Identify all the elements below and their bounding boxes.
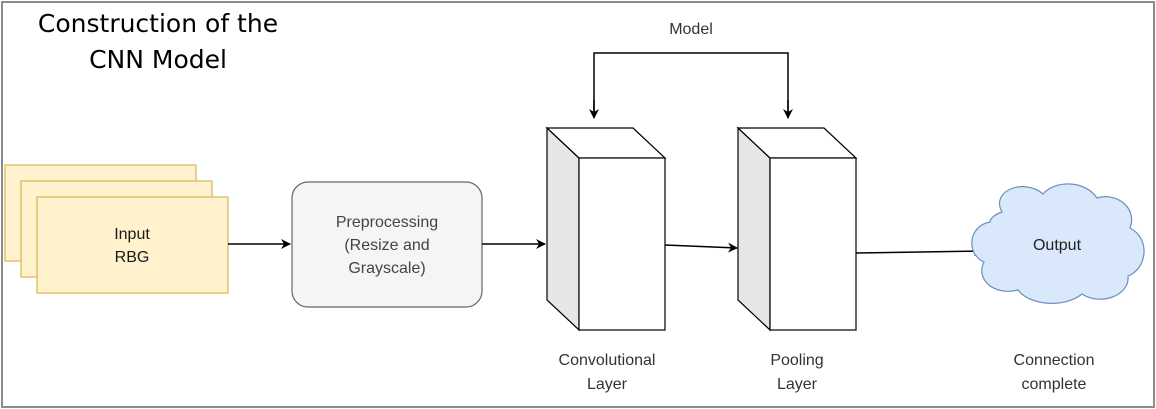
output-label: Output <box>1033 237 1082 254</box>
conv-cube-front <box>578 157 666 331</box>
conv-label-line-1: Convolutional <box>559 352 656 369</box>
title-line-1: Construction of the <box>37 9 279 38</box>
input-card-front <box>36 196 229 294</box>
model-connector-line <box>593 52 789 115</box>
input-label-line-2: RBG <box>115 249 150 266</box>
pooling-layer-node: Pooling Layer <box>736 126 858 393</box>
model-label: Model <box>669 21 713 38</box>
preprocessing-label-line-1: Preprocessing <box>336 214 438 231</box>
pool-label-line-2: Layer <box>777 376 818 393</box>
pool-cube-front <box>769 157 857 331</box>
conv-label-line-2: Layer <box>587 376 628 393</box>
arrow-conv-to-pool <box>664 242 738 253</box>
pool-cube-side <box>737 126 771 332</box>
conv-cube-side <box>546 126 580 332</box>
model-connector: Model <box>589 21 793 119</box>
arrow-pool-to-output <box>855 246 984 257</box>
diagram-title: Construction of the CNN Model <box>6 6 310 78</box>
convolutional-layer-node: Convolutional Layer <box>545 126 667 393</box>
output-caption-line-2: complete <box>1022 376 1087 393</box>
preprocessing-node: Preprocessing (Resize and Grayscale) <box>291 181 483 308</box>
pool-label-line-1: Pooling <box>770 352 823 369</box>
input-node: Input RBG <box>4 164 229 294</box>
output-node: Output Connection complete <box>971 183 1145 393</box>
preprocessing-label-line-2: (Resize and <box>344 237 429 254</box>
preprocessing-label-line-3: Grayscale) <box>348 260 425 277</box>
output-cloud-shape <box>971 183 1145 304</box>
title-line-2: CNN Model <box>89 45 227 74</box>
input-label-line-1: Input <box>114 226 150 243</box>
output-caption-line-1: Connection <box>1014 352 1095 369</box>
